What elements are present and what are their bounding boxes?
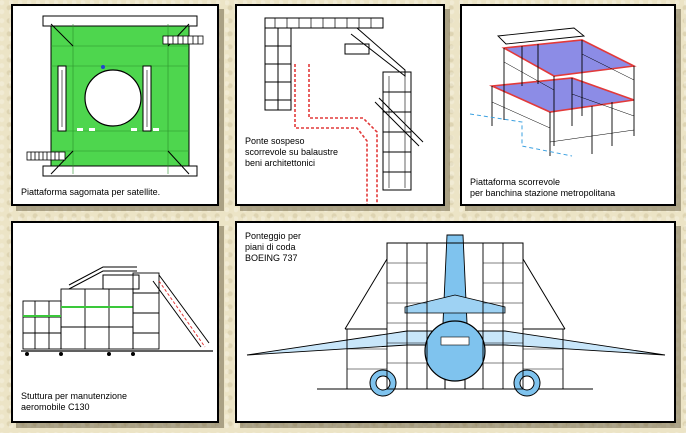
satellite-platform-drawing [26, 15, 204, 177]
panel-c130-maintenance: Stuttura per manutenzione aeromobile C13… [11, 221, 219, 423]
panel-satellite-platform: Piattaforma sagomata per satellite. [11, 4, 219, 206]
caption-satellite: Piattaforma sagomata per satellite. [21, 187, 161, 197]
panel-suspended-bridge: Ponte sospeso scorrevole su balaustre be… [235, 4, 445, 206]
suspended-bridge-drawing [264, 17, 424, 204]
metro-platform-drawing [469, 27, 637, 157]
boeing-scaffold-drawing [246, 234, 666, 397]
caption-boeing: Ponteggio per piani di coda BOEING 737 [245, 231, 302, 263]
c130-maintenance-drawing [21, 266, 213, 356]
caption-metro-platform: Piattaforma scorrevole per banchina staz… [470, 177, 616, 198]
caption-suspended-bridge: Ponte sospeso scorrevole su balaustre be… [245, 136, 339, 168]
panel-metro-platform: Piattaforma scorrevole per banchina staz… [460, 4, 676, 206]
panel-boeing-scaffold: Ponteggio per piani di coda BOEING 737 [235, 221, 676, 423]
caption-c130: Stuttura per manutenzione aeromobile C13… [21, 391, 128, 412]
